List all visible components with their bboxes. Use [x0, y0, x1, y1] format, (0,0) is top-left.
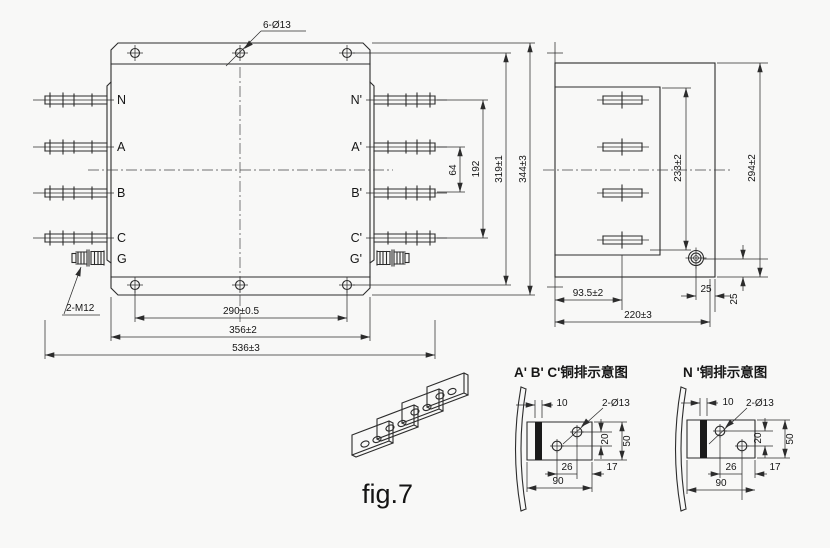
callout-abc-holes: 2-Ø13: [602, 398, 630, 409]
dim-n-90: 90: [715, 478, 727, 489]
terminal-label-b: B: [117, 186, 125, 200]
terminal-label-n: N: [117, 93, 126, 107]
busbar-isometric-group: [351, 372, 469, 458]
dim-319: 319±1: [494, 155, 505, 183]
dim-233: 233±2: [673, 154, 684, 182]
callout-top-holes: 6-Ø13: [225, 20, 306, 67]
figure-caption: fig.7: [362, 479, 413, 509]
dim-n-26: 26: [725, 462, 737, 473]
callout-ground-stud: 2-M12: [62, 266, 100, 316]
callout-top-holes-text: 6-Ø13: [263, 20, 291, 31]
dim-n-50: 50: [785, 433, 796, 445]
ground-stud-left: [71, 249, 105, 267]
side-view: 233±2 294±2 93.5±2 220±3 25 25: [543, 42, 768, 327]
dim-93-5: 93.5±2: [573, 288, 604, 299]
dim-220: 220±3: [624, 310, 652, 321]
dim-n-10: 10: [722, 397, 734, 408]
dim-25-h: 25: [700, 284, 712, 295]
dim-abc-26: 26: [561, 462, 573, 473]
front-dims-horizontal: 290±0.5 356±2 536±3: [44, 290, 436, 359]
dim-344: 344±3: [518, 155, 529, 183]
dim-abc-90: 90: [552, 476, 564, 487]
dim-n-17: 17: [769, 462, 781, 473]
dim-25-v: 25: [729, 293, 740, 305]
busbar-detail-abc: A' B' C'铜排示意图 10 2-Ø13 20 50: [514, 364, 633, 512]
side-ground-stud: [684, 246, 708, 270]
dim-abc-10: 10: [556, 398, 568, 409]
busbar-detail-n: N '铜排示意图 10 2-Ø13 20 50: [674, 364, 796, 512]
terminal-label-b2: B': [351, 186, 362, 200]
terminal-label-a2: A': [351, 140, 362, 154]
terminal-label-c: C: [117, 231, 126, 245]
callout-n-holes: 2-Ø13: [746, 398, 774, 409]
dim-290: 290±0.5: [223, 306, 260, 317]
terminal-label-n2: N': [351, 93, 362, 107]
busbar-n-title: N '铜排示意图: [683, 364, 767, 380]
callout-ground-stud-text: 2-M12: [66, 303, 95, 314]
dim-536: 536±3: [232, 343, 260, 354]
dim-abc-17: 17: [606, 462, 618, 473]
side-dims: 233±2 294±2 93.5±2 220±3 25 25: [555, 62, 768, 327]
dim-356: 356±2: [229, 325, 257, 336]
dim-64: 64: [448, 164, 459, 176]
dim-n-20: 20: [753, 432, 764, 444]
dim-abc-20: 20: [600, 433, 611, 445]
dim-abc-50: 50: [622, 435, 633, 447]
terminal-label-g2: G': [350, 252, 362, 266]
busbar-abc-title: A' B' C'铜排示意图: [514, 364, 628, 380]
ground-stud-right: [376, 249, 410, 267]
dim-192: 192: [471, 160, 482, 177]
terminal-label-c2: C': [351, 231, 362, 245]
terminal-label-a: A: [117, 140, 126, 154]
terminal-label-g: G: [117, 252, 127, 266]
front-dims-vertical: 64 192 319±1 344±3: [353, 42, 535, 296]
dim-294: 294±2: [747, 154, 758, 182]
front-view: N A B C G N' A' B' C' G' 6-Ø13 2-M12 290…: [32, 20, 535, 359]
